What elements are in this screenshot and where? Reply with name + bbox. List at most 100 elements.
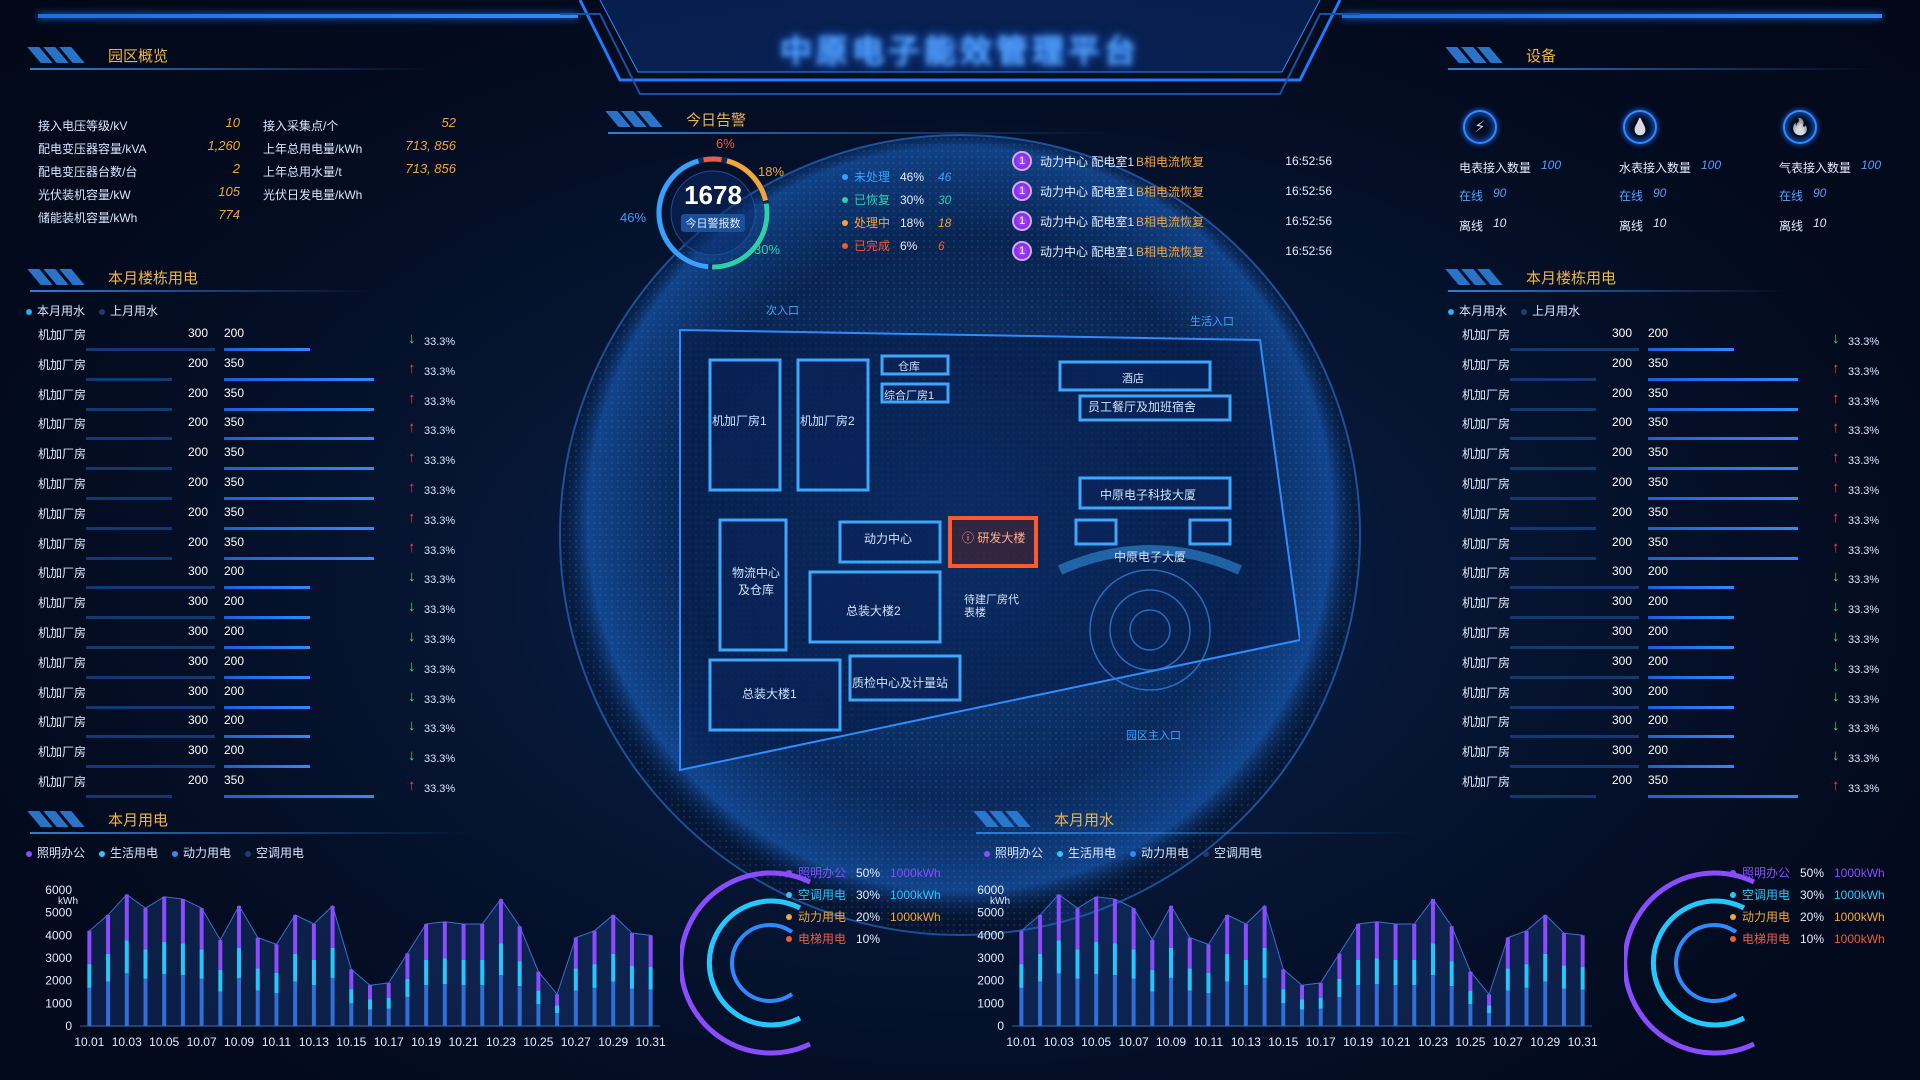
bar-last-month	[1648, 616, 1734, 620]
pie-legend-pct: 50%	[856, 865, 881, 880]
arrow-down-icon: ↓	[1832, 598, 1840, 616]
building-name: 机加厂房	[38, 566, 87, 581]
arrow-up-icon: ↑	[1832, 538, 1840, 556]
bar-segment-lighting	[555, 994, 560, 1006]
arrow-up-icon: ↑	[408, 389, 416, 407]
bar-segment-lighting	[1356, 924, 1361, 960]
arrow-down-icon: ↓	[1832, 568, 1840, 586]
building-value-this: 300	[187, 624, 208, 638]
alarm-message: B相电流恢复	[1136, 214, 1205, 229]
building-change-pct: 33.3%	[424, 485, 456, 497]
pie-legend-label: 空调用电	[798, 888, 847, 902]
map-label-yanfa[interactable]: ⓘ 研发大楼	[962, 529, 1025, 546]
bar-segment-living	[274, 972, 279, 994]
building-value-this: 200	[1611, 355, 1632, 370]
bar-segment-living	[1075, 949, 1080, 979]
building-value-this: 200	[187, 385, 208, 400]
arrow-down-icon: ↓	[1832, 717, 1840, 735]
bar-segment-living	[1112, 943, 1117, 976]
alarm-stat-count: 30	[938, 192, 952, 207]
legend-item-lighting: 照明办公	[984, 844, 1043, 861]
bar-segment-power	[199, 978, 204, 1026]
bar-segment-living	[405, 978, 410, 997]
building-value-this: 200	[1611, 534, 1632, 549]
bar-segment-living	[1393, 959, 1398, 986]
pie-legend-value: 1000kWh	[1834, 887, 1885, 902]
building-value-this: 200	[1611, 415, 1632, 430]
x-tick-label: 10.25	[523, 1035, 553, 1049]
header-frame	[560, 0, 1360, 95]
device-offline: 10	[1493, 216, 1507, 230]
bar-segment-power	[1337, 996, 1342, 1026]
building-value-this: 200	[187, 773, 208, 787]
building-value-this: 300	[1611, 326, 1632, 340]
bar-segment-living	[1524, 964, 1529, 988]
building-value-this: 300	[187, 326, 208, 340]
bar-this-month	[1510, 675, 1639, 679]
device-count-label: 气表接入数量	[1779, 161, 1852, 175]
bar-segment-lighting	[1131, 908, 1136, 950]
alarm-time: 16:52:56	[1285, 244, 1332, 258]
bar-segment-lighting	[1094, 896, 1099, 943]
x-tick-label: 10.01	[74, 1035, 104, 1049]
bar-segment-lighting	[1468, 971, 1473, 991]
pie-legend-pct: 20%	[1800, 909, 1825, 924]
bar-segment-living	[1243, 959, 1248, 986]
pie-legend-value: 1000kWh	[890, 865, 941, 880]
bar-last-month	[224, 735, 310, 739]
overview-label: 光伏日发电量/kWh	[263, 188, 363, 202]
bar-this-month	[86, 646, 215, 649]
bar-segment-lighting	[1543, 914, 1548, 954]
x-tick-label: 10.01	[1006, 1035, 1036, 1049]
arrow-up-icon: ↑	[408, 538, 416, 556]
building-value-last: 200	[1648, 564, 1669, 579]
building-change-pct: 33.3%	[1848, 485, 1880, 497]
bar-segment-power	[1281, 1003, 1286, 1026]
bar-segment-lighting	[1225, 914, 1230, 954]
building-change-pct: 33.3%	[1848, 663, 1880, 676]
legend-item-living: 生活用电	[1057, 844, 1116, 861]
building-value-last: 200	[1648, 653, 1669, 668]
overview-value: 713, 856	[405, 161, 456, 176]
